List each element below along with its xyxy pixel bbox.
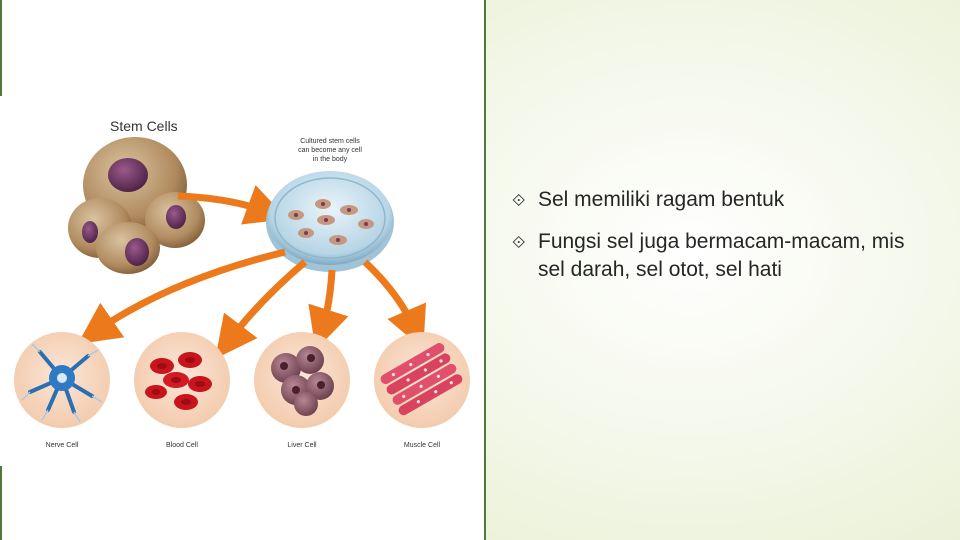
diamond-arrow-icon: ⟐ (512, 233, 526, 252)
panel-divider (484, 0, 486, 540)
dish-caption-line3: in the body (313, 156, 348, 163)
bullet-item: ⟐ Sel memiliki ragam bentuk (512, 186, 932, 214)
dish-caption-line1: Cultured stem cells (300, 138, 360, 145)
nerve-cell-illustration (14, 332, 110, 428)
figure-title: Stem Cells (110, 118, 178, 134)
arrow-to-liver-cell (308, 269, 349, 351)
dish-caption-line2: can become any cell (298, 147, 362, 154)
bullet-text: Fungsi sel juga bermacam-macam, mis sel … (538, 230, 905, 281)
stem-cell-cluster (68, 137, 205, 274)
liver-cell-illustration (254, 332, 350, 428)
muscle-cell-label: Muscle Cell (404, 442, 441, 449)
nerve-cell-label: Nerve Cell (46, 442, 79, 449)
arrow-to-muscle-cell (362, 259, 427, 350)
blood-cell-label: Blood Cell (166, 442, 198, 449)
stem-cell-illustration: Stem Cells Cultured stem cells can becom… (14, 118, 470, 449)
arrow-to-nerve-cell (77, 248, 286, 344)
stem-cell-figure: Stem Cells Cultured stem cells can becom… (0, 0, 485, 540)
liver-cell-label: Liver Cell (287, 442, 317, 449)
blood-cell-illustration (134, 332, 230, 428)
frame-bottom-border (0, 466, 485, 540)
petri-dish (266, 171, 394, 272)
diamond-arrow-icon: ⟐ (512, 191, 526, 210)
bullet-item: ⟐ Fungsi sel juga bermacam-macam, mis se… (512, 228, 932, 284)
arrow-to-dish (177, 185, 288, 225)
arrow-to-blood-cell (215, 259, 308, 359)
frame-top-border (0, 0, 485, 96)
bullet-list: ⟐ Sel memiliki ragam bentuk ⟐ Fungsi sel… (512, 186, 932, 298)
muscle-cell-illustration (374, 332, 470, 428)
bullet-text: Sel memiliki ragam bentuk (538, 188, 785, 211)
